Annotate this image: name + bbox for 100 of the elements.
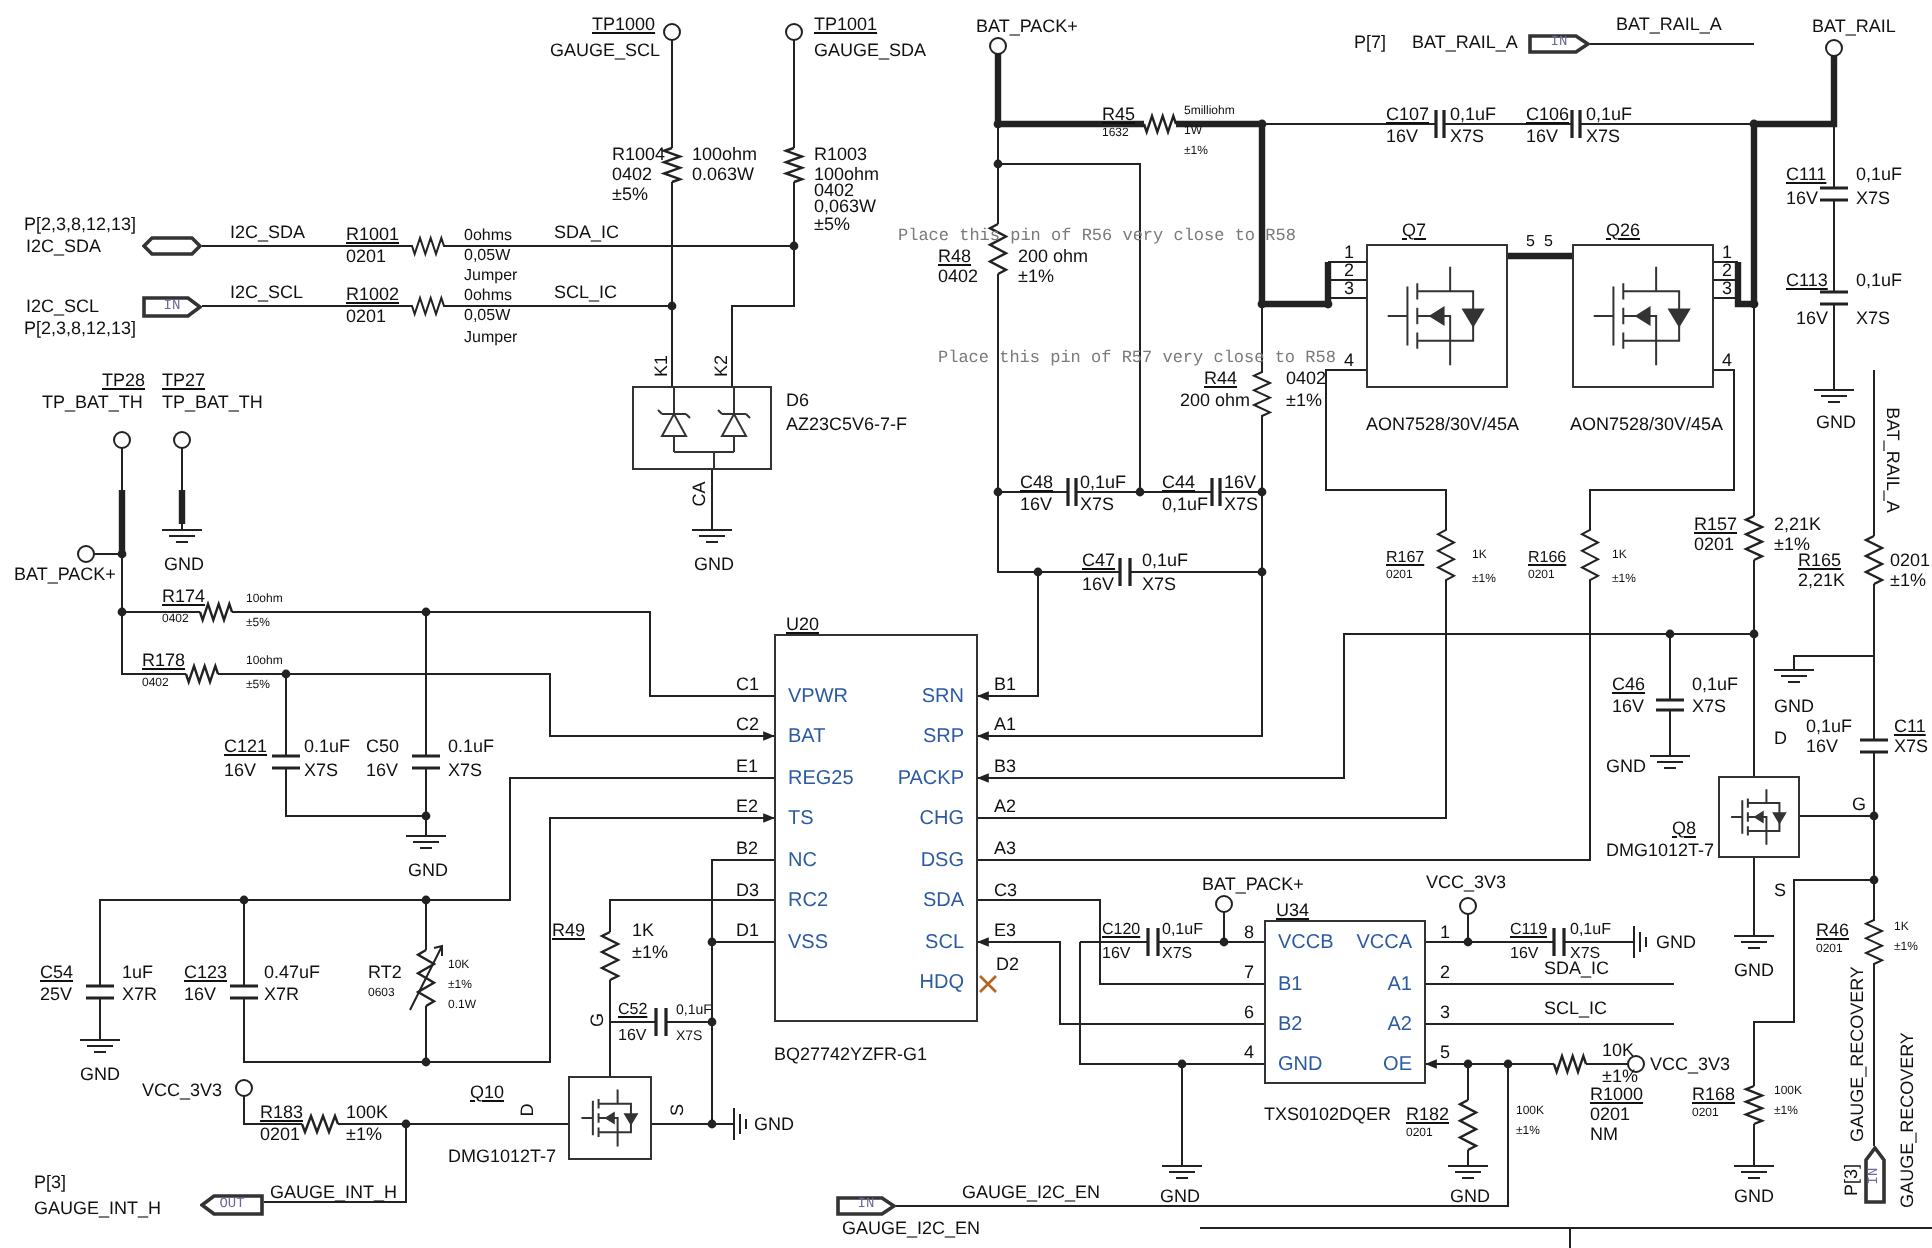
component-value: X7S <box>1692 697 1727 715</box>
pin-number: 4 <box>1244 1043 1255 1061</box>
pin-number: 4 <box>1722 351 1733 369</box>
pin-name: TS <box>788 810 814 830</box>
component-value: 100ohm <box>692 145 758 163</box>
net-label: GAUGE_I2C_EN <box>842 1219 981 1237</box>
pin-number: E3 <box>994 921 1017 939</box>
reference-designator: R157 <box>1694 515 1738 533</box>
component-value: 0.063W <box>692 165 755 183</box>
component-value: ±1% <box>1286 391 1322 409</box>
page-reference: P[7] <box>1354 33 1387 51</box>
pin-name: VCCB <box>1278 934 1334 954</box>
net-label: GAUGE_SCL <box>550 41 661 59</box>
net-label: BAT_PACK+ <box>976 17 1078 35</box>
reference-designator: Q10 <box>470 1083 505 1101</box>
wire <box>976 571 1039 701</box>
component-value: 200 ohm <box>1018 247 1089 265</box>
pin-name: PACKP <box>897 770 964 790</box>
component-value: 0402 <box>938 267 979 285</box>
pin-name: DSG <box>920 852 964 872</box>
component-value: 1K <box>632 921 655 939</box>
component-value: 0,1uF <box>1856 271 1903 289</box>
transistor-package <box>1572 244 1714 388</box>
pin-number: 1 <box>1344 243 1355 261</box>
reference-designator: C123 <box>184 963 228 981</box>
component-value: 0.47uF <box>264 963 321 981</box>
reference-designator: R1000 <box>1590 1085 1644 1103</box>
component-value: ±1% <box>1890 571 1926 589</box>
reference-designator: R178 <box>142 651 186 669</box>
component-value: 16V <box>224 761 257 779</box>
transistor-package <box>1718 776 1800 858</box>
reference-designator: C47 <box>1082 551 1116 569</box>
reference-designator: C46 <box>1612 675 1646 693</box>
component-value: 0.1uF <box>304 737 351 755</box>
net-label: GND <box>1816 413 1856 431</box>
pin-number: B1 <box>994 675 1017 693</box>
reference-designator: TP1001 <box>814 15 878 33</box>
net-label: GND <box>408 861 448 879</box>
component-value: 0201 <box>260 1125 301 1143</box>
component-value: X7S <box>1586 127 1621 145</box>
net-label: VCC_3V3 <box>142 1081 223 1099</box>
ic-body <box>1264 920 1426 1084</box>
pin-name: SRN <box>921 688 964 708</box>
component-value: 0,1uF <box>1570 922 1611 938</box>
diode-package <box>632 386 772 470</box>
pin-number: S <box>669 1104 687 1116</box>
net-label: I2C_SCL <box>26 297 100 315</box>
wire <box>976 937 1265 1025</box>
net-label: GAUGE_SDA <box>814 41 927 59</box>
net-label: SDA_IC <box>1544 959 1610 977</box>
pin-number: 2 <box>1440 963 1451 981</box>
wire <box>243 813 776 1063</box>
reference-designator: R182 <box>1406 1105 1450 1123</box>
component-value: 100K <box>346 1103 389 1121</box>
component-value: ±1% <box>1774 535 1810 553</box>
pin-number: K1 <box>653 355 671 377</box>
component-value: 16V <box>618 1028 647 1044</box>
component-value: ±1% <box>1018 267 1054 285</box>
pin-name: A2 <box>1387 1016 1412 1036</box>
pin-number: 7 <box>1244 963 1255 981</box>
component-value: 0,1uF <box>1586 105 1633 123</box>
component-value: 16V <box>1526 127 1559 145</box>
component-value: 0,1uF <box>1450 105 1497 123</box>
pin-name: VSS <box>788 934 829 954</box>
component-value: 10K <box>1602 1041 1635 1059</box>
reference-designator: R183 <box>260 1103 304 1121</box>
net-label: SCL_IC <box>1544 999 1608 1017</box>
net-label: BAT_PACK+ <box>14 565 116 583</box>
pin-name: RC2 <box>788 892 829 912</box>
net-label: BAT_RAIL <box>1812 17 1896 35</box>
component-value: 0ohms <box>464 288 513 304</box>
component-value: 0,063W <box>814 197 877 215</box>
page-reference: P[2,3,8,12,13] <box>24 215 137 233</box>
pin-number: 5 <box>1526 234 1535 250</box>
pin-name: HDQ <box>919 974 964 994</box>
part-number: TXS0102DQER <box>1264 1105 1392 1123</box>
pin-name: BAT <box>788 728 826 748</box>
component-value: X7S <box>448 761 483 779</box>
component-value: ±1% <box>1602 1067 1638 1085</box>
wire <box>977 369 1457 819</box>
component-value: 16V <box>1102 946 1131 962</box>
reference-designator: Q7 <box>1402 221 1427 239</box>
net-label: GND <box>1450 1187 1490 1205</box>
component-value: 16V <box>1020 495 1053 513</box>
net-label: VCC_3V3 <box>1650 1055 1731 1073</box>
component-value: 100ohm <box>814 165 880 183</box>
pin-number: A3 <box>994 839 1017 857</box>
pin-name: VCCA <box>1356 934 1412 954</box>
reference-designator: Q8 <box>1672 819 1697 837</box>
reference-designator: R46 <box>1816 921 1850 939</box>
resistor-symbol <box>200 604 232 620</box>
pin-number: B3 <box>994 757 1017 775</box>
component-value: 0402 <box>814 181 855 199</box>
page-reference: P[2,3,8,12,13] <box>24 319 137 337</box>
component-value: 1uF <box>122 963 154 981</box>
pin-number: G <box>1852 795 1867 813</box>
pin-name: SRP <box>922 728 964 748</box>
pin-number: S <box>1774 881 1787 899</box>
net-label: GND <box>80 1065 120 1083</box>
component-value: X7S <box>1856 309 1891 327</box>
